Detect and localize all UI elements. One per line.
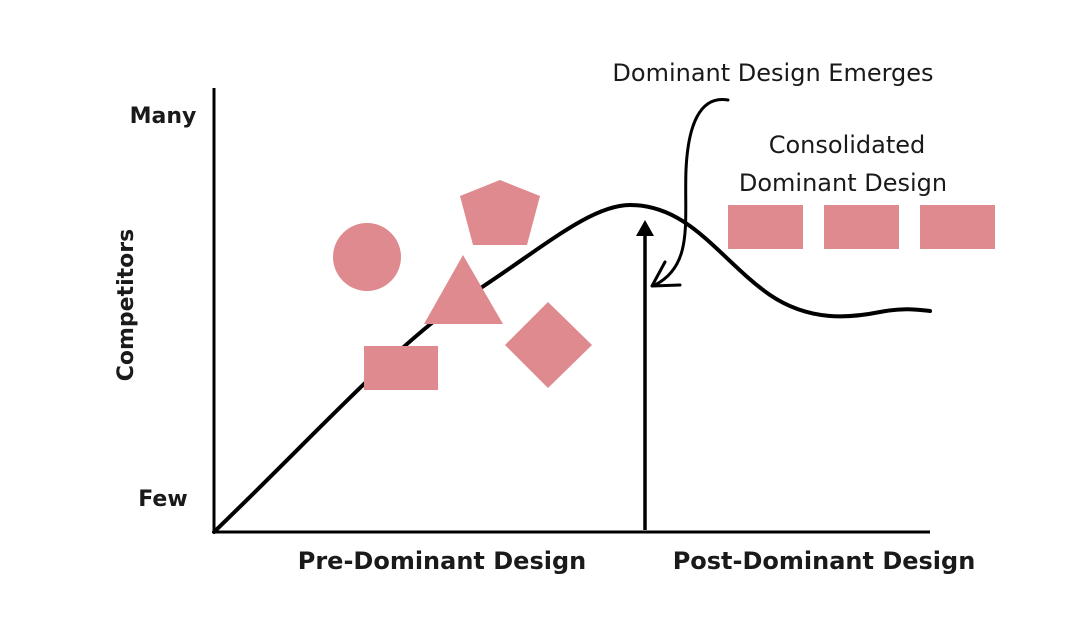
emerges-annotation: Dominant Design Emerges [612, 59, 933, 87]
pentagon-shape [460, 180, 540, 245]
x-axis-left-label: Pre-Dominant Design [298, 547, 586, 575]
consolidated-rectangle-3 [920, 205, 995, 249]
diamond-shape [505, 302, 592, 388]
pointer-arrowhead-icon [650, 260, 682, 288]
emerges-pointer-arrow [653, 97, 730, 287]
consolidated-rectangle-1 [728, 205, 803, 249]
arrowhead-icon [636, 220, 654, 236]
consolidated-annotation-line1: Consolidated [769, 131, 926, 159]
consolidated-annotation-line2: Dominant Design [739, 169, 947, 197]
consolidated-rectangle-2 [824, 205, 899, 249]
competitors-curve [212, 202, 932, 534]
y-axis-title: Competitors [114, 229, 139, 382]
circle-shape [333, 223, 401, 291]
y-axis-top-label: Many [130, 104, 197, 129]
rectangle-shape [364, 346, 438, 390]
x-axis-right-label: Post-Dominant Design [673, 547, 976, 575]
triangle-shape [424, 255, 503, 324]
y-axis-bottom-label: Few [138, 487, 187, 512]
